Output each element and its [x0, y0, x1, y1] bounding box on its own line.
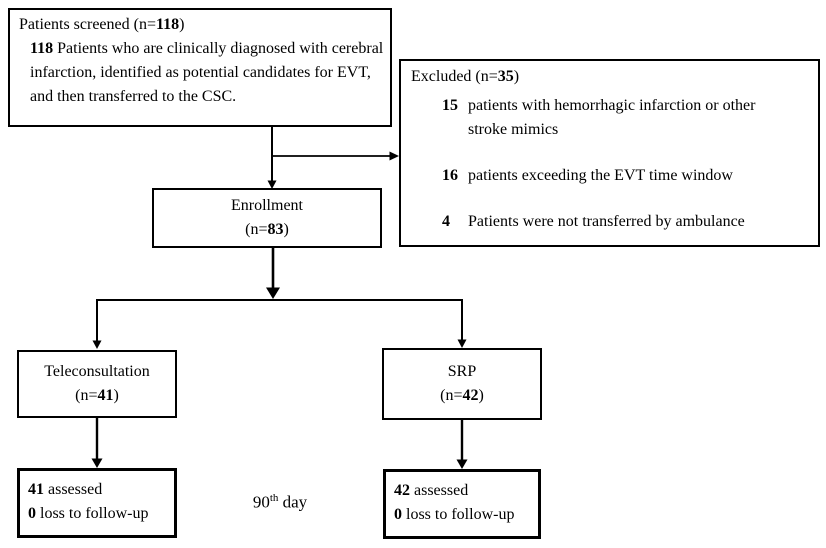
- box-patients-screened: Patients screened (n=118) 118 Patients w…: [8, 8, 392, 127]
- arrow-splitter-to-srp: [457, 299, 467, 348]
- teleconsultation-count: 41: [97, 387, 114, 404]
- teleconsultation-loss-text: loss to follow-up: [40, 505, 149, 522]
- day-90-ordinal: th: [269, 492, 279, 504]
- box-excluded: Excluded (n=35) 15 patients with hemorrh…: [399, 59, 820, 247]
- excluded-title: Excluded (n=35): [411, 65, 810, 89]
- srp-count-prefix: (n=: [440, 387, 463, 404]
- excluded-item-ambulance: 4 Patients were not transferred by ambul…: [442, 210, 810, 234]
- srp-count-suffix: ): [478, 387, 484, 404]
- patients-screened-count: 118: [155, 16, 180, 33]
- teleconsultation-loss-line: 0 loss to follow-up: [28, 502, 172, 526]
- enrollment-count-line: (n=83): [245, 218, 289, 242]
- box-srp-outcome: 42 assessed 0 loss to follow-up: [383, 469, 541, 539]
- enrollment-label: Enrollment: [231, 197, 303, 214]
- patients-screened-title-suffix: ): [179, 16, 185, 33]
- srp-label: SRP: [447, 363, 477, 380]
- excluded-item-text: patients with hemorrhagic infarction or …: [468, 97, 756, 138]
- srp-count-line: (n=42): [440, 384, 484, 408]
- srp-assessed-text: assessed: [414, 482, 469, 499]
- arrow-teleconsultation-to-outcome: [91, 418, 103, 468]
- teleconsultation-assessed-text: assessed: [48, 481, 103, 498]
- excluded-item-time-window: 16 patients exceeding the EVT time windo…: [442, 164, 810, 188]
- enrollment-count-prefix: (n=: [245, 221, 268, 238]
- day-90-word: day: [282, 492, 308, 512]
- box-teleconsultation: Teleconsultation (n=41): [17, 350, 177, 418]
- excluded-item-count: 15: [442, 97, 458, 114]
- excluded-item-text: patients exceeding the EVT time window: [468, 167, 733, 184]
- teleconsultation-count-line: (n=41): [75, 384, 119, 408]
- arrow-splitter-to-teleconsultation: [92, 299, 102, 349]
- arrow-enrollment-to-splitter: [266, 248, 280, 299]
- teleconsultation-assessed-count: 41: [28, 481, 44, 498]
- srp-loss-count: 0: [394, 506, 402, 523]
- day-90-number: 90: [252, 492, 270, 512]
- excluded-title-suffix: ): [513, 68, 520, 85]
- teleconsultation-count-prefix: (n=: [75, 387, 98, 404]
- patients-screened-detail: 118 Patients who are clinically diagnose…: [30, 37, 387, 109]
- teleconsultation-label: Teleconsultation: [44, 363, 150, 380]
- patients-screened-title: Patients screened (n=118): [19, 13, 387, 37]
- patients-screened-detail-text: Patients who are clinically diagnosed wi…: [30, 40, 384, 105]
- box-enrollment: Enrollment (n=83): [152, 188, 382, 248]
- excluded-item-count: 4: [442, 213, 450, 230]
- teleconsultation-count-suffix: ): [113, 387, 119, 404]
- enrollment-count-suffix: ): [283, 221, 289, 238]
- excluded-count: 35: [497, 68, 514, 85]
- teleconsultation-assessed-line: 41 assessed: [28, 478, 172, 502]
- arrow-screened-to-enrollment: [267, 127, 277, 189]
- teleconsultation-loss-count: 0: [28, 505, 36, 522]
- excluded-title-prefix: Excluded (n=: [411, 68, 498, 85]
- box-teleconsultation-outcome: 41 assessed 0 loss to follow-up: [17, 468, 177, 538]
- srp-loss-text: loss to follow-up: [406, 506, 515, 523]
- srp-assessed-count: 42: [394, 482, 410, 499]
- enrollment-count: 83: [267, 221, 284, 238]
- patients-screened-detail-count: 118: [30, 40, 54, 57]
- day-90-label: 90th day: [220, 486, 340, 515]
- excluded-items: 15 patients with hemorrhagic infarction …: [442, 94, 810, 234]
- patients-screened-title-prefix: Patients screened (n=: [19, 16, 156, 33]
- excluded-item-hemorrhagic: 15 patients with hemorrhagic infarction …: [442, 94, 810, 142]
- box-srp: SRP (n=42): [382, 348, 542, 420]
- arrow-srp-to-outcome: [456, 420, 468, 469]
- excluded-item-count: 16: [442, 167, 458, 184]
- srp-count: 42: [462, 387, 479, 404]
- srp-assessed-line: 42 assessed: [394, 479, 536, 503]
- excluded-item-text: Patients were not transferred by ambulan…: [468, 213, 745, 230]
- srp-loss-line: 0 loss to follow-up: [394, 503, 536, 527]
- arrow-branch-to-excluded: [272, 151, 399, 161]
